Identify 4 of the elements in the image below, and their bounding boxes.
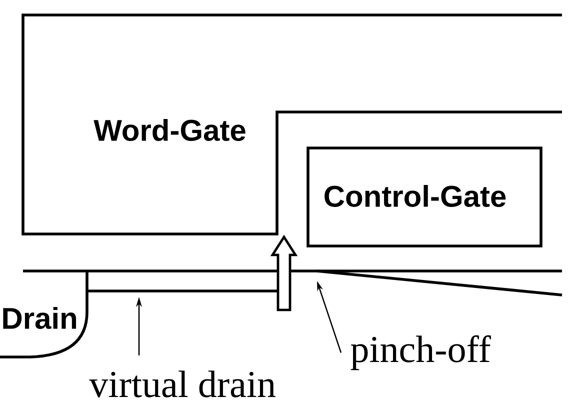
callout-text: virtual drain — [89, 370, 276, 398]
gate-box: Control-Gate — [306, 146, 542, 248]
callout-text: pinch-off — [350, 335, 491, 370]
drain-region: Drain — [0, 270, 88, 358]
